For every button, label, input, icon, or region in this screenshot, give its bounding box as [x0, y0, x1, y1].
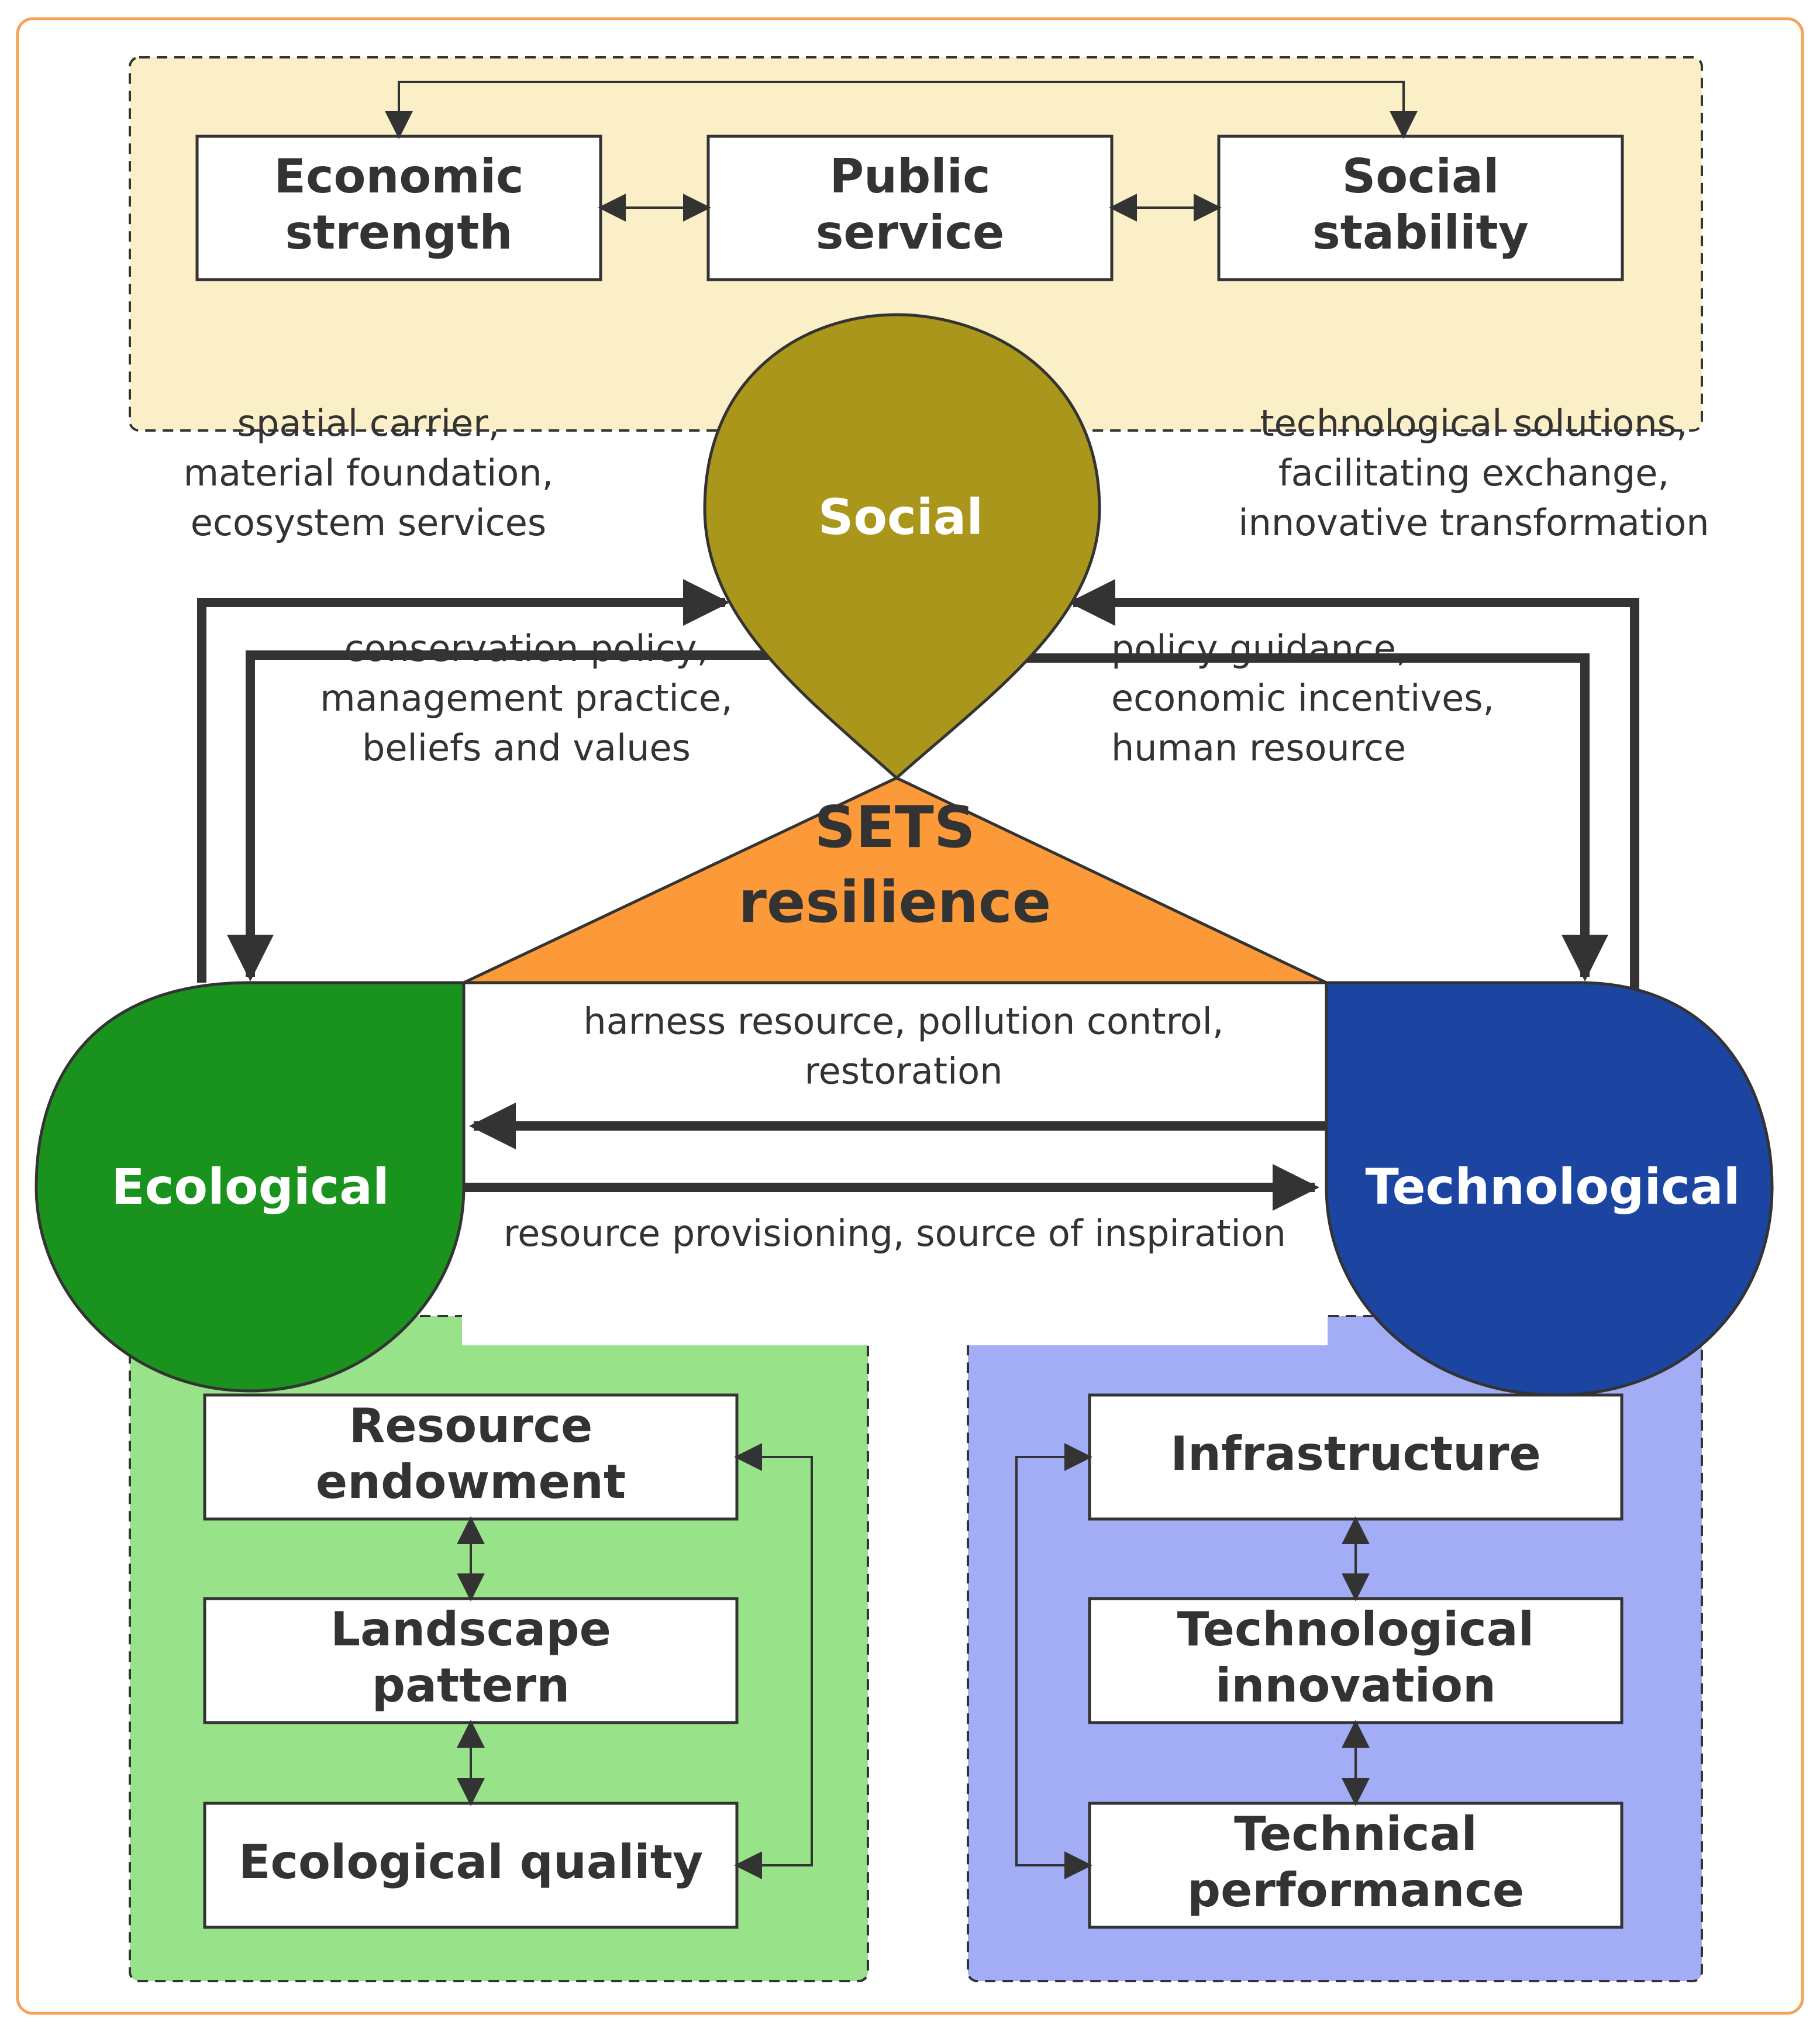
annotation-eco-to-social: spatial carrier,material foundation,ecos…: [184, 402, 554, 544]
technological-node-label: Technological: [1366, 1158, 1740, 1215]
social-node-label: Social: [818, 488, 983, 546]
arrow-ecological-to-social: [197, 579, 730, 983]
ecological-quality-box: Ecological quality: [203, 1802, 739, 1929]
ecological-node-label: Ecological: [111, 1158, 389, 1215]
annotation-tech-to-eco: harness resource, pollution control,rest…: [583, 1000, 1223, 1093]
annotation-social-to-tech: policy guidance,economic incentives,huma…: [1111, 627, 1494, 769]
technological-node: [1325, 981, 1774, 1397]
connector-resource-quality: [734, 1443, 813, 1879]
arrow-technological-to-social: [1068, 579, 1639, 994]
social-node: [703, 313, 1101, 780]
annotation-tech-to-social: technological solutions,facilitating exc…: [1238, 402, 1709, 544]
ecological-node: [35, 981, 466, 1393]
annotation-eco-to-tech: resource provisioning, source of inspira…: [504, 1212, 1286, 1255]
arrow-social-to-ecological: [227, 650, 772, 981]
connector-infrastructure-performance: [1015, 1443, 1092, 1879]
ecological-quality-label: Ecological quality: [239, 1835, 703, 1889]
connector-economic-stability: [385, 81, 1418, 139]
eco-tech-band: [462, 983, 1328, 1345]
arrow-social-to-technological: [1018, 653, 1608, 981]
annotation-social-to-eco: conservation policy,management practice,…: [320, 627, 732, 769]
infrastructure-label: Infrastructure: [1170, 1427, 1541, 1481]
infrastructure-box: Infrastructure: [1088, 1393, 1623, 1521]
